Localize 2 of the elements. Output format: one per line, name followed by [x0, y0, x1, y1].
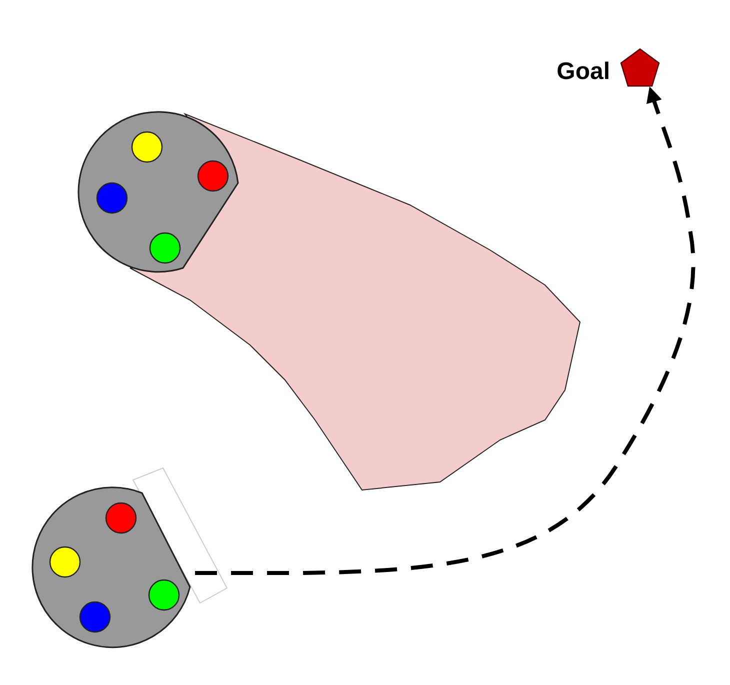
goal-label: Goal: [556, 57, 610, 87]
dashed-arrow: [195, 86, 696, 575]
